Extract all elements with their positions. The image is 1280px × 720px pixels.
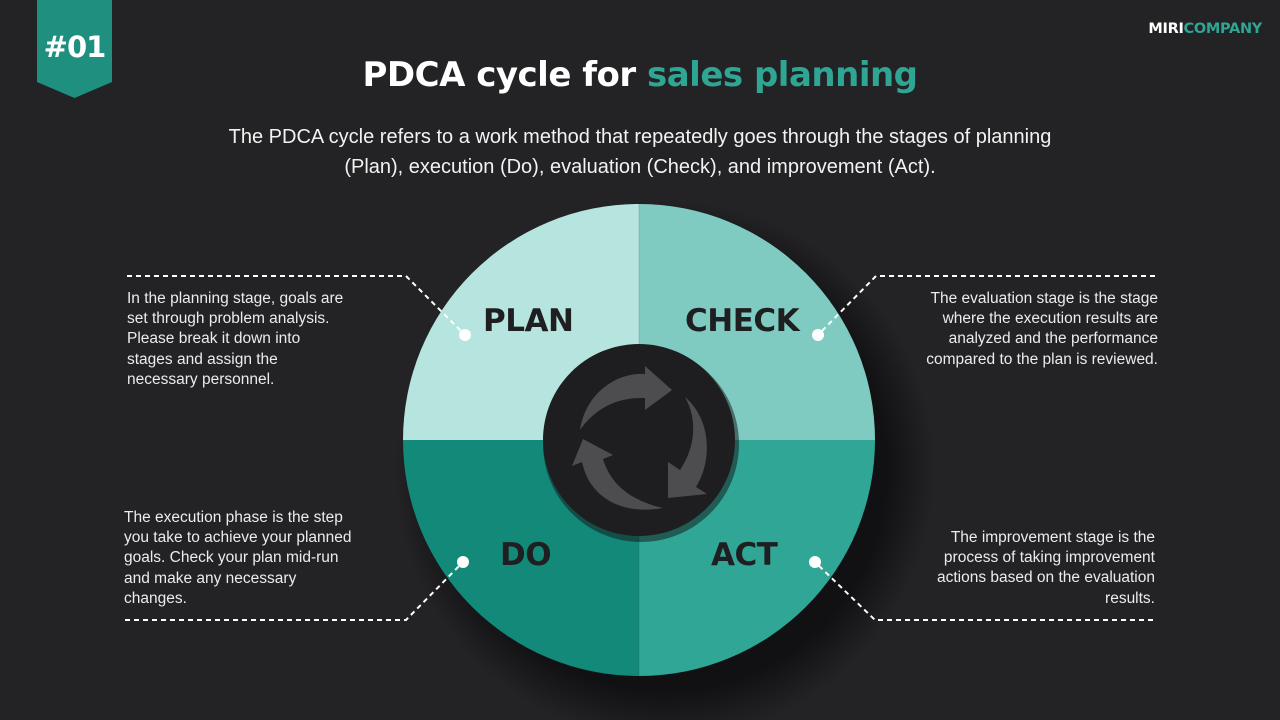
- do-label: DO: [500, 537, 552, 573]
- check-description: The evaluation stage is the stage where …: [926, 290, 1158, 368]
- title-highlight: sales planning: [647, 55, 918, 95]
- act-dot: [809, 556, 821, 568]
- title-part1: PDCA cycle for: [362, 55, 647, 95]
- check-dot: [812, 329, 824, 341]
- act-label: ACT: [711, 537, 778, 573]
- page-subtitle: The PDCA cycle refers to a work method t…: [228, 126, 1052, 178]
- ribbon-shape: [37, 0, 112, 98]
- connector-lines: [125, 275, 1155, 621]
- plan-label: PLAN: [483, 303, 574, 339]
- act-description: The improvement stage is the process of …: [936, 529, 1155, 607]
- page-title: PDCA cycle for sales planning: [0, 55, 1280, 95]
- plan-dot: [459, 329, 471, 341]
- plan-description: In the planning stage, goals are set thr…: [127, 290, 344, 388]
- cycle-arrows-icon: [572, 366, 707, 510]
- connector-dots: [457, 329, 824, 568]
- brand-logo: MIRICOMPANY: [1148, 21, 1262, 37]
- slide-number-badge: #01: [37, 0, 112, 98]
- slide-number: #01: [43, 30, 107, 64]
- do-description: The execution phase is the step you take…: [124, 509, 352, 607]
- do-dot: [457, 556, 469, 568]
- brand-part1: MIRI: [1148, 21, 1184, 37]
- check-label: CHECK: [685, 303, 800, 339]
- brand-part2: COMPANY: [1183, 21, 1263, 37]
